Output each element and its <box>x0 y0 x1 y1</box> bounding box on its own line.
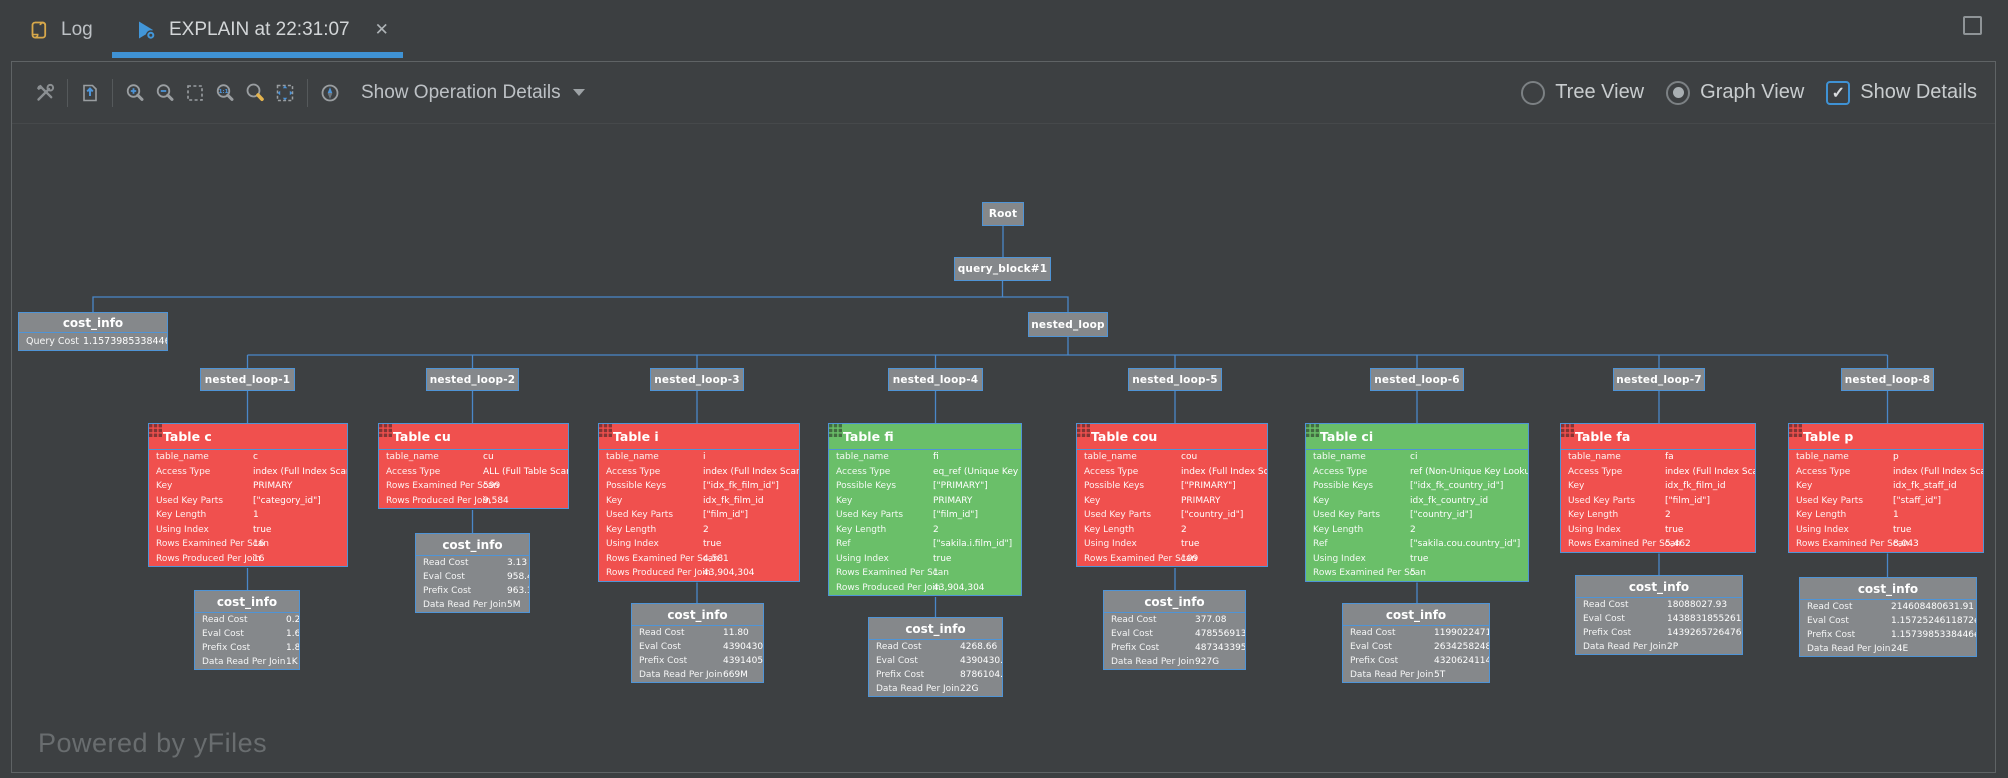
chevron-down-icon <box>572 89 585 96</box>
graph-view-radio[interactable]: Graph View <box>1666 80 1805 105</box>
toolbar-separator <box>112 78 113 107</box>
close-icon[interactable]: ✕ <box>374 20 389 39</box>
view-controls: Tree View Graph View ✓ Show Details <box>1521 80 1977 105</box>
toolbar: 1:1 Show Operation Details Tree View Gra… <box>12 62 1995 124</box>
zoom-out-icon[interactable] <box>150 78 180 108</box>
zoom-in-icon[interactable] <box>120 78 150 108</box>
toolbar-separator <box>307 78 308 107</box>
dropdown-label: Show Operation Details <box>361 81 561 103</box>
tab-explain[interactable]: EXPLAIN at 22:31:07 ✕ <box>112 8 403 58</box>
toolbar-icons: 1:1 <box>30 78 345 108</box>
tools-icon[interactable] <box>30 78 60 108</box>
svg-text:1:1: 1:1 <box>219 89 229 95</box>
tab-label: Log <box>61 19 93 40</box>
fit-content-icon[interactable] <box>270 78 300 108</box>
checkbox-icon: ✓ <box>1826 80 1851 105</box>
actual-size-icon[interactable]: 1:1 <box>210 78 240 108</box>
radio-icon <box>1521 80 1546 105</box>
marquee-zoom-icon[interactable] <box>180 78 210 108</box>
tab-log[interactable]: Log <box>28 8 93 52</box>
radio-icon <box>1666 80 1691 105</box>
overview-icon[interactable] <box>315 78 345 108</box>
tree-view-radio[interactable]: Tree View <box>1521 80 1645 105</box>
radio-label: Graph View <box>1700 81 1805 103</box>
explain-icon <box>134 18 158 42</box>
search-icon[interactable] <box>240 78 270 108</box>
explain-panel: 1:1 Show Operation Details Tree View Gra… <box>11 61 1996 773</box>
operation-details-dropdown[interactable]: Show Operation Details <box>361 82 585 104</box>
editor-tabbar: Log EXPLAIN at 22:31:07 ✕ <box>0 0 2008 61</box>
radio-label: Tree View <box>1555 81 1645 103</box>
log-icon <box>28 19 50 41</box>
show-details-checkbox[interactable]: ✓ Show Details <box>1826 80 1977 105</box>
export-image-icon[interactable] <box>75 78 105 108</box>
tab-label: EXPLAIN at 22:31:07 <box>169 19 350 40</box>
checkbox-label: Show Details <box>1860 81 1977 103</box>
float-window-icon[interactable] <box>1963 16 1982 35</box>
toolbar-separator <box>67 78 68 107</box>
